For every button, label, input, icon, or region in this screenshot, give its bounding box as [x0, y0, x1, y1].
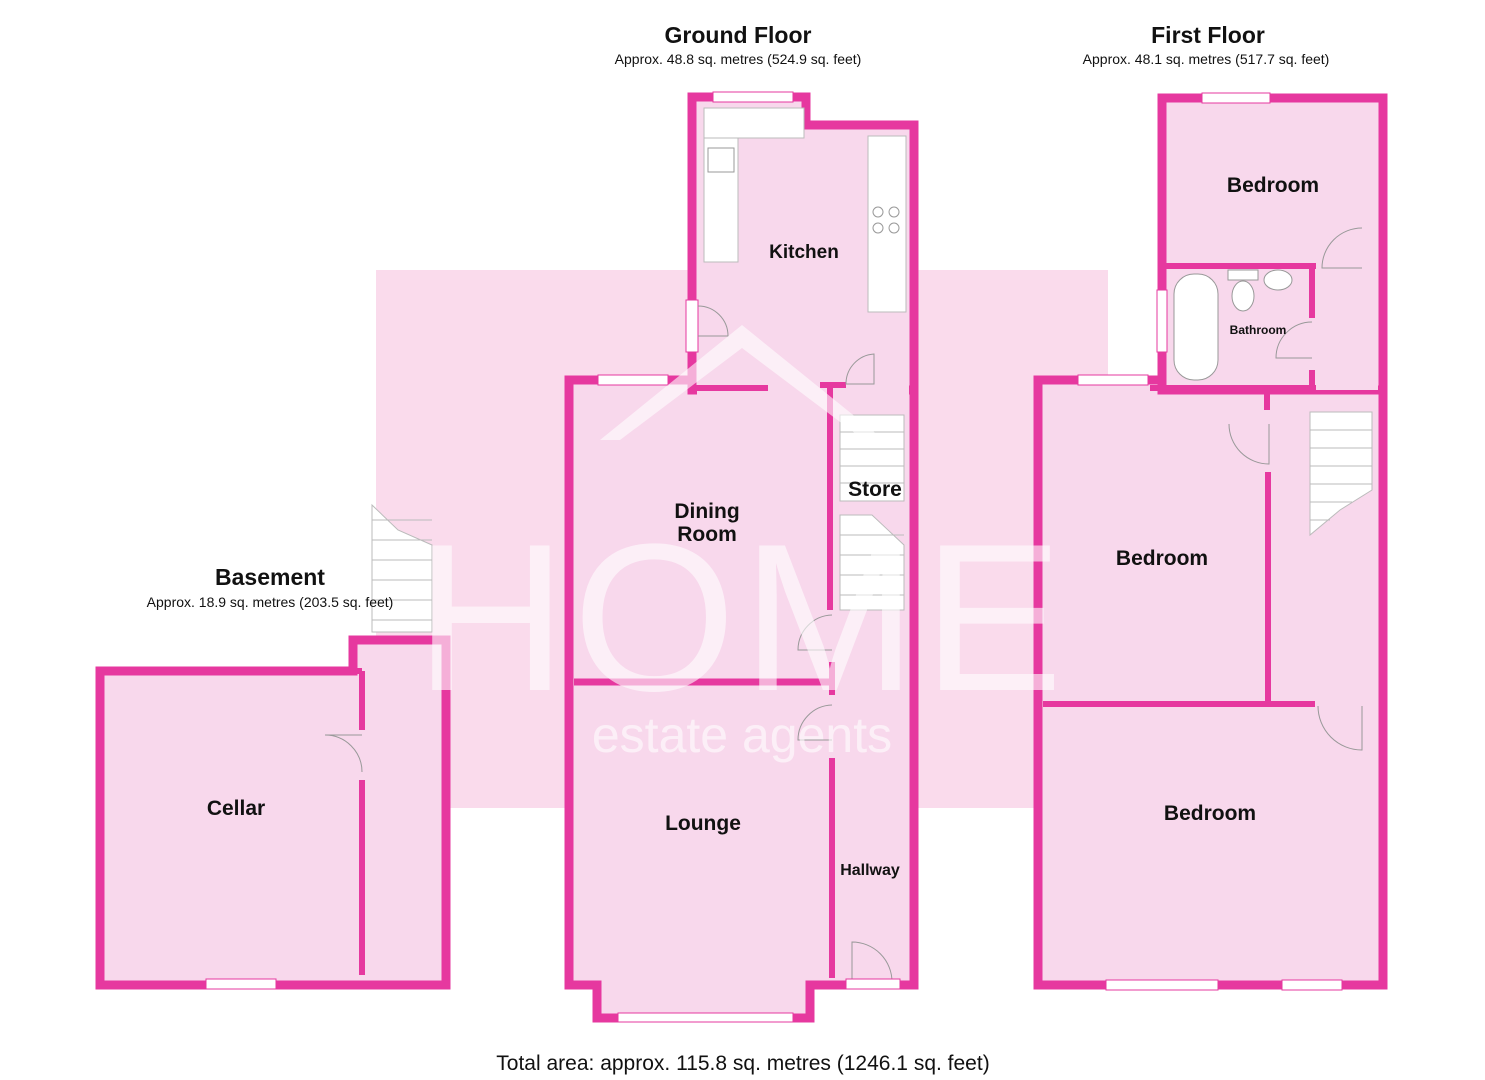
basin-icon: [1263, 269, 1293, 291]
basement-stairs: [371, 503, 433, 633]
bath-icon: [1173, 273, 1219, 381]
ground-floor-title: Ground Floor: [664, 22, 812, 48]
watermark-brand: HOME: [415, 500, 1069, 735]
hob-icon: [872, 206, 900, 234]
basement-plan: [95, 503, 451, 990]
cistern-icon: [1227, 269, 1259, 281]
toilet-icon: [1231, 280, 1255, 312]
bedroom-top-door: [1321, 227, 1363, 269]
first-floor-area: Approx. 48.1 sq. metres (517.7 sq. feet): [1082, 51, 1330, 67]
bathroom-door: [1275, 321, 1313, 359]
dining-window: [597, 374, 669, 386]
ground-floor-plan: [564, 91, 919, 1023]
watermark-tagline: estate agents: [592, 707, 892, 763]
total-area: Total area: approx. 115.8 sq. metres (12…: [496, 1052, 990, 1075]
cellar-window: [205, 978, 277, 990]
watermark: HOME estate agents: [415, 325, 1069, 763]
store-door: [845, 353, 875, 385]
room-label-bedroom-top: Bedroom: [1226, 174, 1320, 197]
ground-stairs: [839, 414, 905, 611]
bedroom-middle-door: [1228, 423, 1270, 465]
watermark-roof-icon: [600, 325, 884, 440]
front-door-frame: [845, 978, 901, 990]
first-main-area: [1033, 375, 1388, 990]
bedroom-window: [1281, 979, 1343, 991]
bedroom-window: [1105, 979, 1219, 991]
kitchen-door: [697, 305, 729, 337]
kitchen-counter: [703, 107, 805, 139]
first-stairs: [1309, 411, 1373, 537]
room-label-dining-2: Room: [677, 523, 737, 546]
cellar-door: [324, 734, 363, 773]
sink-icon: [707, 147, 735, 173]
bedroom-bottom-door: [1317, 705, 1363, 751]
room-label-bedroom-bottom: Bedroom: [1163, 802, 1257, 825]
room-label-lounge: Lounge: [665, 812, 741, 835]
bedroom-window: [1077, 374, 1149, 386]
basement-title: Basement: [215, 564, 325, 590]
kitchen-window: [712, 91, 794, 103]
ground-floor-area: Approx. 48.8 sq. metres (524.9 sq. feet): [614, 51, 862, 67]
room-label-cellar: Cellar: [206, 797, 266, 820]
bedroom-window: [1201, 92, 1271, 104]
first-floor-plan: [1033, 92, 1388, 991]
room-label-bedroom-middle: Bedroom: [1115, 547, 1209, 570]
dining-door: [797, 614, 833, 651]
room-label-kitchen: Kitchen: [769, 242, 839, 263]
room-label-store: Store: [848, 478, 902, 501]
kitchen-side-door: [685, 299, 699, 353]
kitchen-counter: [867, 135, 907, 313]
room-label-dining-1: Dining: [674, 500, 740, 523]
bathroom-window: [1156, 289, 1168, 353]
room-label-hallway: Hallway: [840, 862, 900, 879]
first-floor-title: First Floor: [1151, 22, 1265, 48]
lounge-door: [797, 704, 833, 741]
bay-window: [617, 1012, 794, 1023]
room-label-bathroom: Bathroom: [1229, 323, 1287, 337]
basement-area: Approx. 18.9 sq. metres (203.5 sq. feet): [146, 594, 394, 610]
